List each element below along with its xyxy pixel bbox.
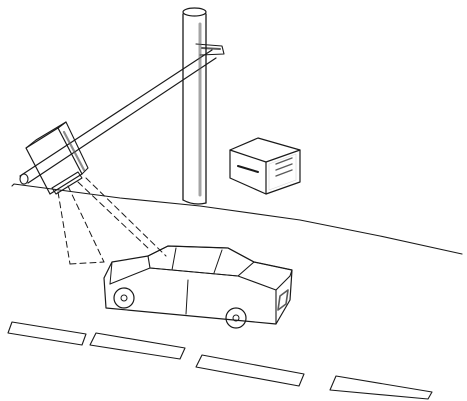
car-wheel-front [114, 288, 134, 308]
boom-arm [20, 44, 224, 184]
car [104, 246, 292, 328]
lane-marking [330, 376, 432, 399]
lane-marking [8, 322, 86, 345]
lane-marking [196, 355, 304, 386]
pole [183, 8, 206, 204]
field-of-view [58, 178, 166, 264]
control-cabinet [230, 138, 300, 194]
lane-marking [90, 333, 185, 359]
road-edge-line [12, 184, 462, 254]
lane-markings [8, 322, 432, 399]
car-wheel-rear [226, 308, 246, 328]
car-cabin [148, 246, 254, 276]
